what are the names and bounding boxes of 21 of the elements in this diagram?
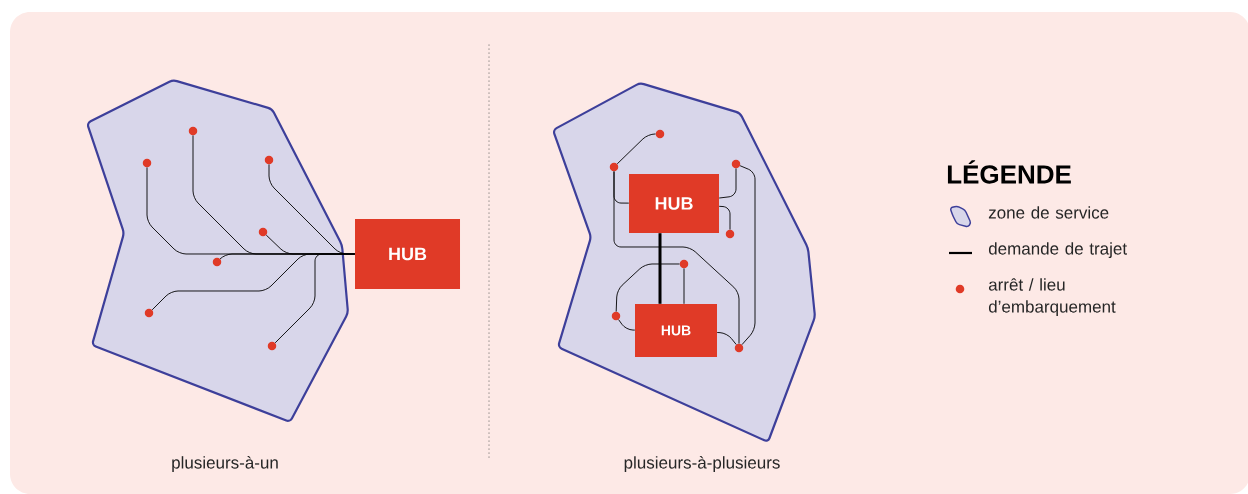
connector-line xyxy=(616,133,656,165)
hub-box: HUB xyxy=(629,174,719,233)
connector-line xyxy=(718,168,737,199)
connector-line xyxy=(618,319,636,331)
connector-line xyxy=(274,253,356,344)
connector-line xyxy=(716,332,737,345)
panel-caption: plusieurs-à-un xyxy=(172,455,278,472)
connector-line xyxy=(615,263,680,312)
panel-caption: plusieurs-à-plusieurs xyxy=(624,455,780,472)
legend-text: zone de service xyxy=(988,206,1109,219)
service-zone xyxy=(86,79,349,422)
connector-line xyxy=(718,205,731,230)
connector-line xyxy=(739,165,756,346)
hub-box: HUB xyxy=(635,304,717,357)
legend-text: demande de trajet xyxy=(988,242,1127,259)
connector-line xyxy=(683,268,685,305)
connector-line xyxy=(613,171,740,344)
legend-text: arrêt / lieu d’embarquement xyxy=(988,278,1116,317)
connector-line xyxy=(658,233,662,304)
legend-title: LÉGENDE xyxy=(947,160,1071,184)
hub-box: HUB xyxy=(355,219,460,289)
